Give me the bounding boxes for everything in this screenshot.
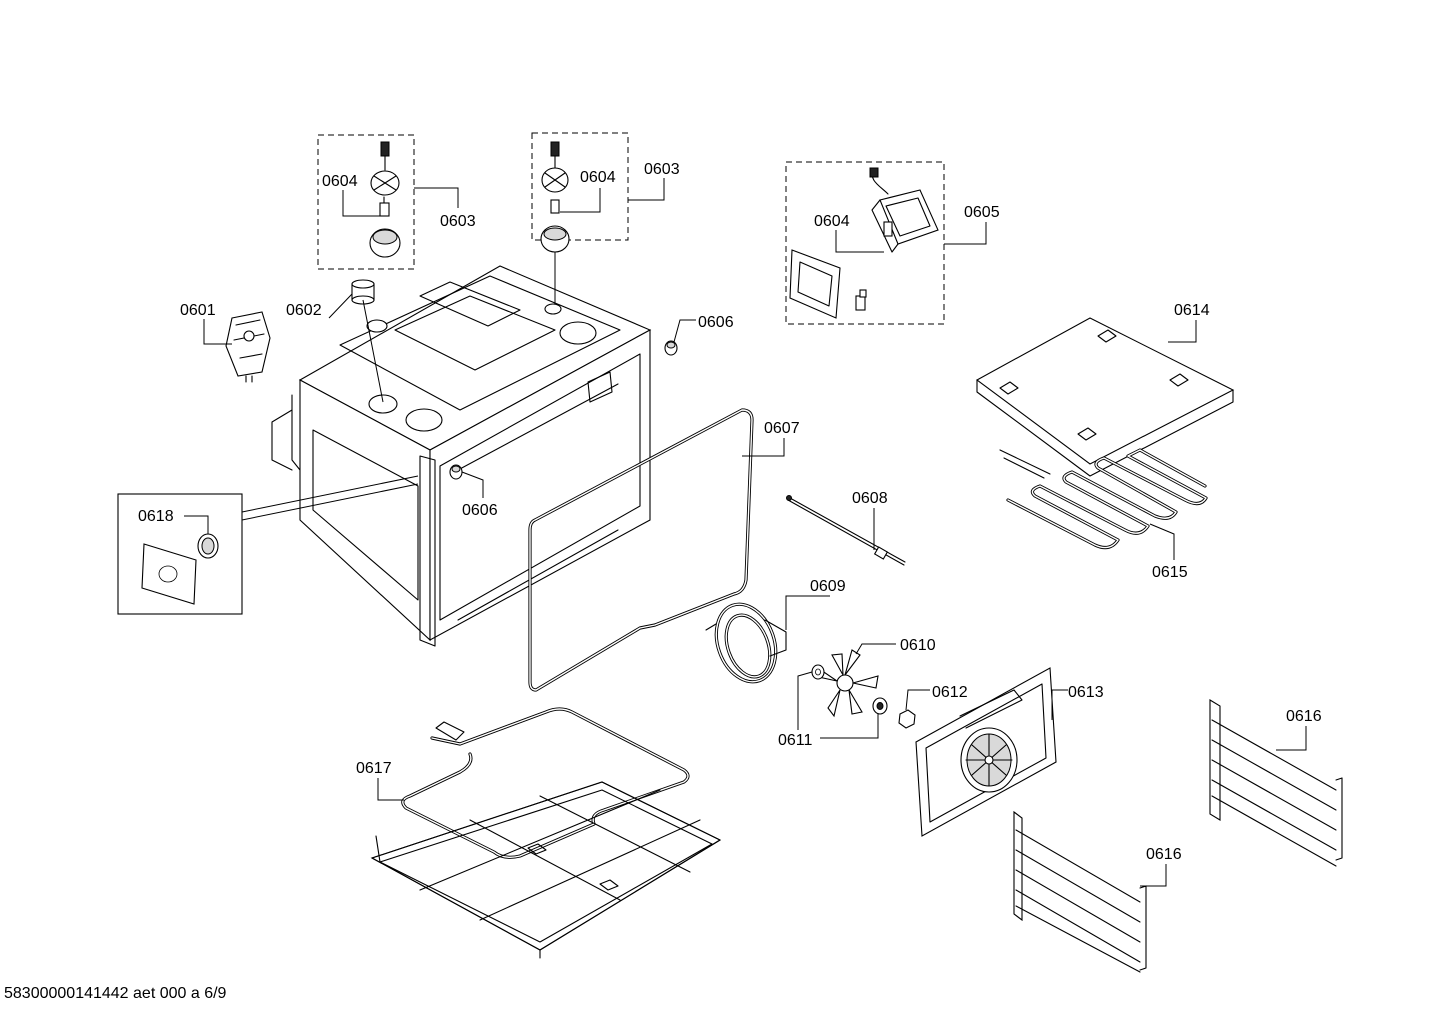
side-lamp-assembly [789,167,939,319]
callout-0614: 0614 [1174,302,1210,319]
bottom-base-frame [370,781,722,959]
callout-0617: 0617 [356,760,392,777]
callout-0618: 0618 [138,508,174,525]
rear-fan-cover [915,667,1057,837]
callout-labels: 0601 0602 0603 0603 0604 0604 0604 0605 … [138,161,1322,863]
convection-fan-blade [813,649,879,718]
lamp-socket-cap [351,279,375,305]
oven-lamp-assembly-right [540,141,570,253]
grommet-upper [664,340,678,356]
shelf-support-right [1209,699,1343,867]
callout-0611: 0611 [778,732,813,749]
callout-0612: 0612 [932,684,968,701]
temperature-regulator [225,311,271,383]
callout-0613: 0613 [1068,684,1104,701]
callout-0615: 0615 [1152,564,1188,581]
top-grill-element [999,448,1208,550]
grommet-lower [449,464,463,480]
callout-0609: 0609 [810,578,846,595]
group-box-lamp-left [317,134,415,270]
group-box-lamp-right [531,132,629,241]
bottom-heating-element [401,707,690,859]
callout-0602: 0602 [286,302,322,319]
oven-cavity [271,265,652,647]
callout-0605: 0605 [964,204,1000,221]
callout-0608: 0608 [852,490,888,507]
ring-heating-element [705,602,787,684]
fan-nut [898,709,916,729]
shelf-support-left [1013,810,1147,973]
callout-0607: 0607 [764,420,800,437]
callout-0616-left: 0616 [1146,846,1182,863]
callout-0604-right: 0604 [580,169,616,186]
callout-0603-right: 0603 [644,161,680,178]
callout-0603-left: 0603 [440,213,476,230]
callout-0604-side: 0604 [814,213,850,230]
callout-0604-left: 0604 [322,173,358,190]
document-reference-footer: 58300000141442 aet 000 a 6/9 [4,985,227,1002]
callout-0610: 0610 [900,637,936,654]
temperature-sensor [786,495,906,566]
callout-0601: 0601 [180,302,216,319]
oven-lamp-assembly-left [369,141,401,258]
inset-box-0618 [117,475,419,615]
callout-0606-upper: 0606 [698,314,734,331]
door-seal-gasket [528,408,754,692]
top-cover-plate [975,317,1235,477]
fan-washer [811,664,825,680]
fan-hub-nut [872,697,888,715]
callout-0616-right: 0616 [1286,708,1322,725]
callout-0606-lower: 0606 [462,502,498,519]
leader-lines [184,178,1307,887]
